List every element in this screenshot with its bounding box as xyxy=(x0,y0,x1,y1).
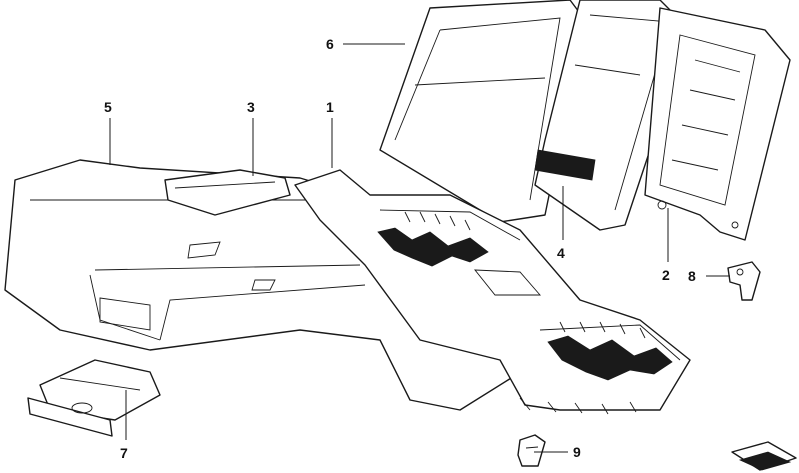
callout-labels: 6 5 3 1 4 2 8 7 9 xyxy=(104,36,696,461)
callout-3: 3 xyxy=(247,99,255,115)
callout-6: 6 xyxy=(326,36,334,52)
callout-4: 4 xyxy=(557,245,565,261)
leader-lines xyxy=(109,43,730,453)
callout-2: 2 xyxy=(662,267,670,283)
backrest-frame-part-2 xyxy=(644,7,791,241)
callout-1: 1 xyxy=(326,99,334,115)
center-pad-part-3 xyxy=(164,169,291,216)
callout-5: 5 xyxy=(104,99,112,115)
callout-9: 9 xyxy=(573,444,581,460)
callout-7: 7 xyxy=(120,445,128,461)
clip-part-9 xyxy=(517,434,546,467)
backrest-center-part-4 xyxy=(534,0,691,231)
bracket-part-8 xyxy=(727,261,761,301)
orientation-icon xyxy=(731,441,797,471)
cover-part-7 xyxy=(27,359,161,437)
seat-frame-part-1 xyxy=(294,169,691,415)
backrest-cushion-part-6 xyxy=(379,0,586,223)
callout-8: 8 xyxy=(688,268,696,284)
